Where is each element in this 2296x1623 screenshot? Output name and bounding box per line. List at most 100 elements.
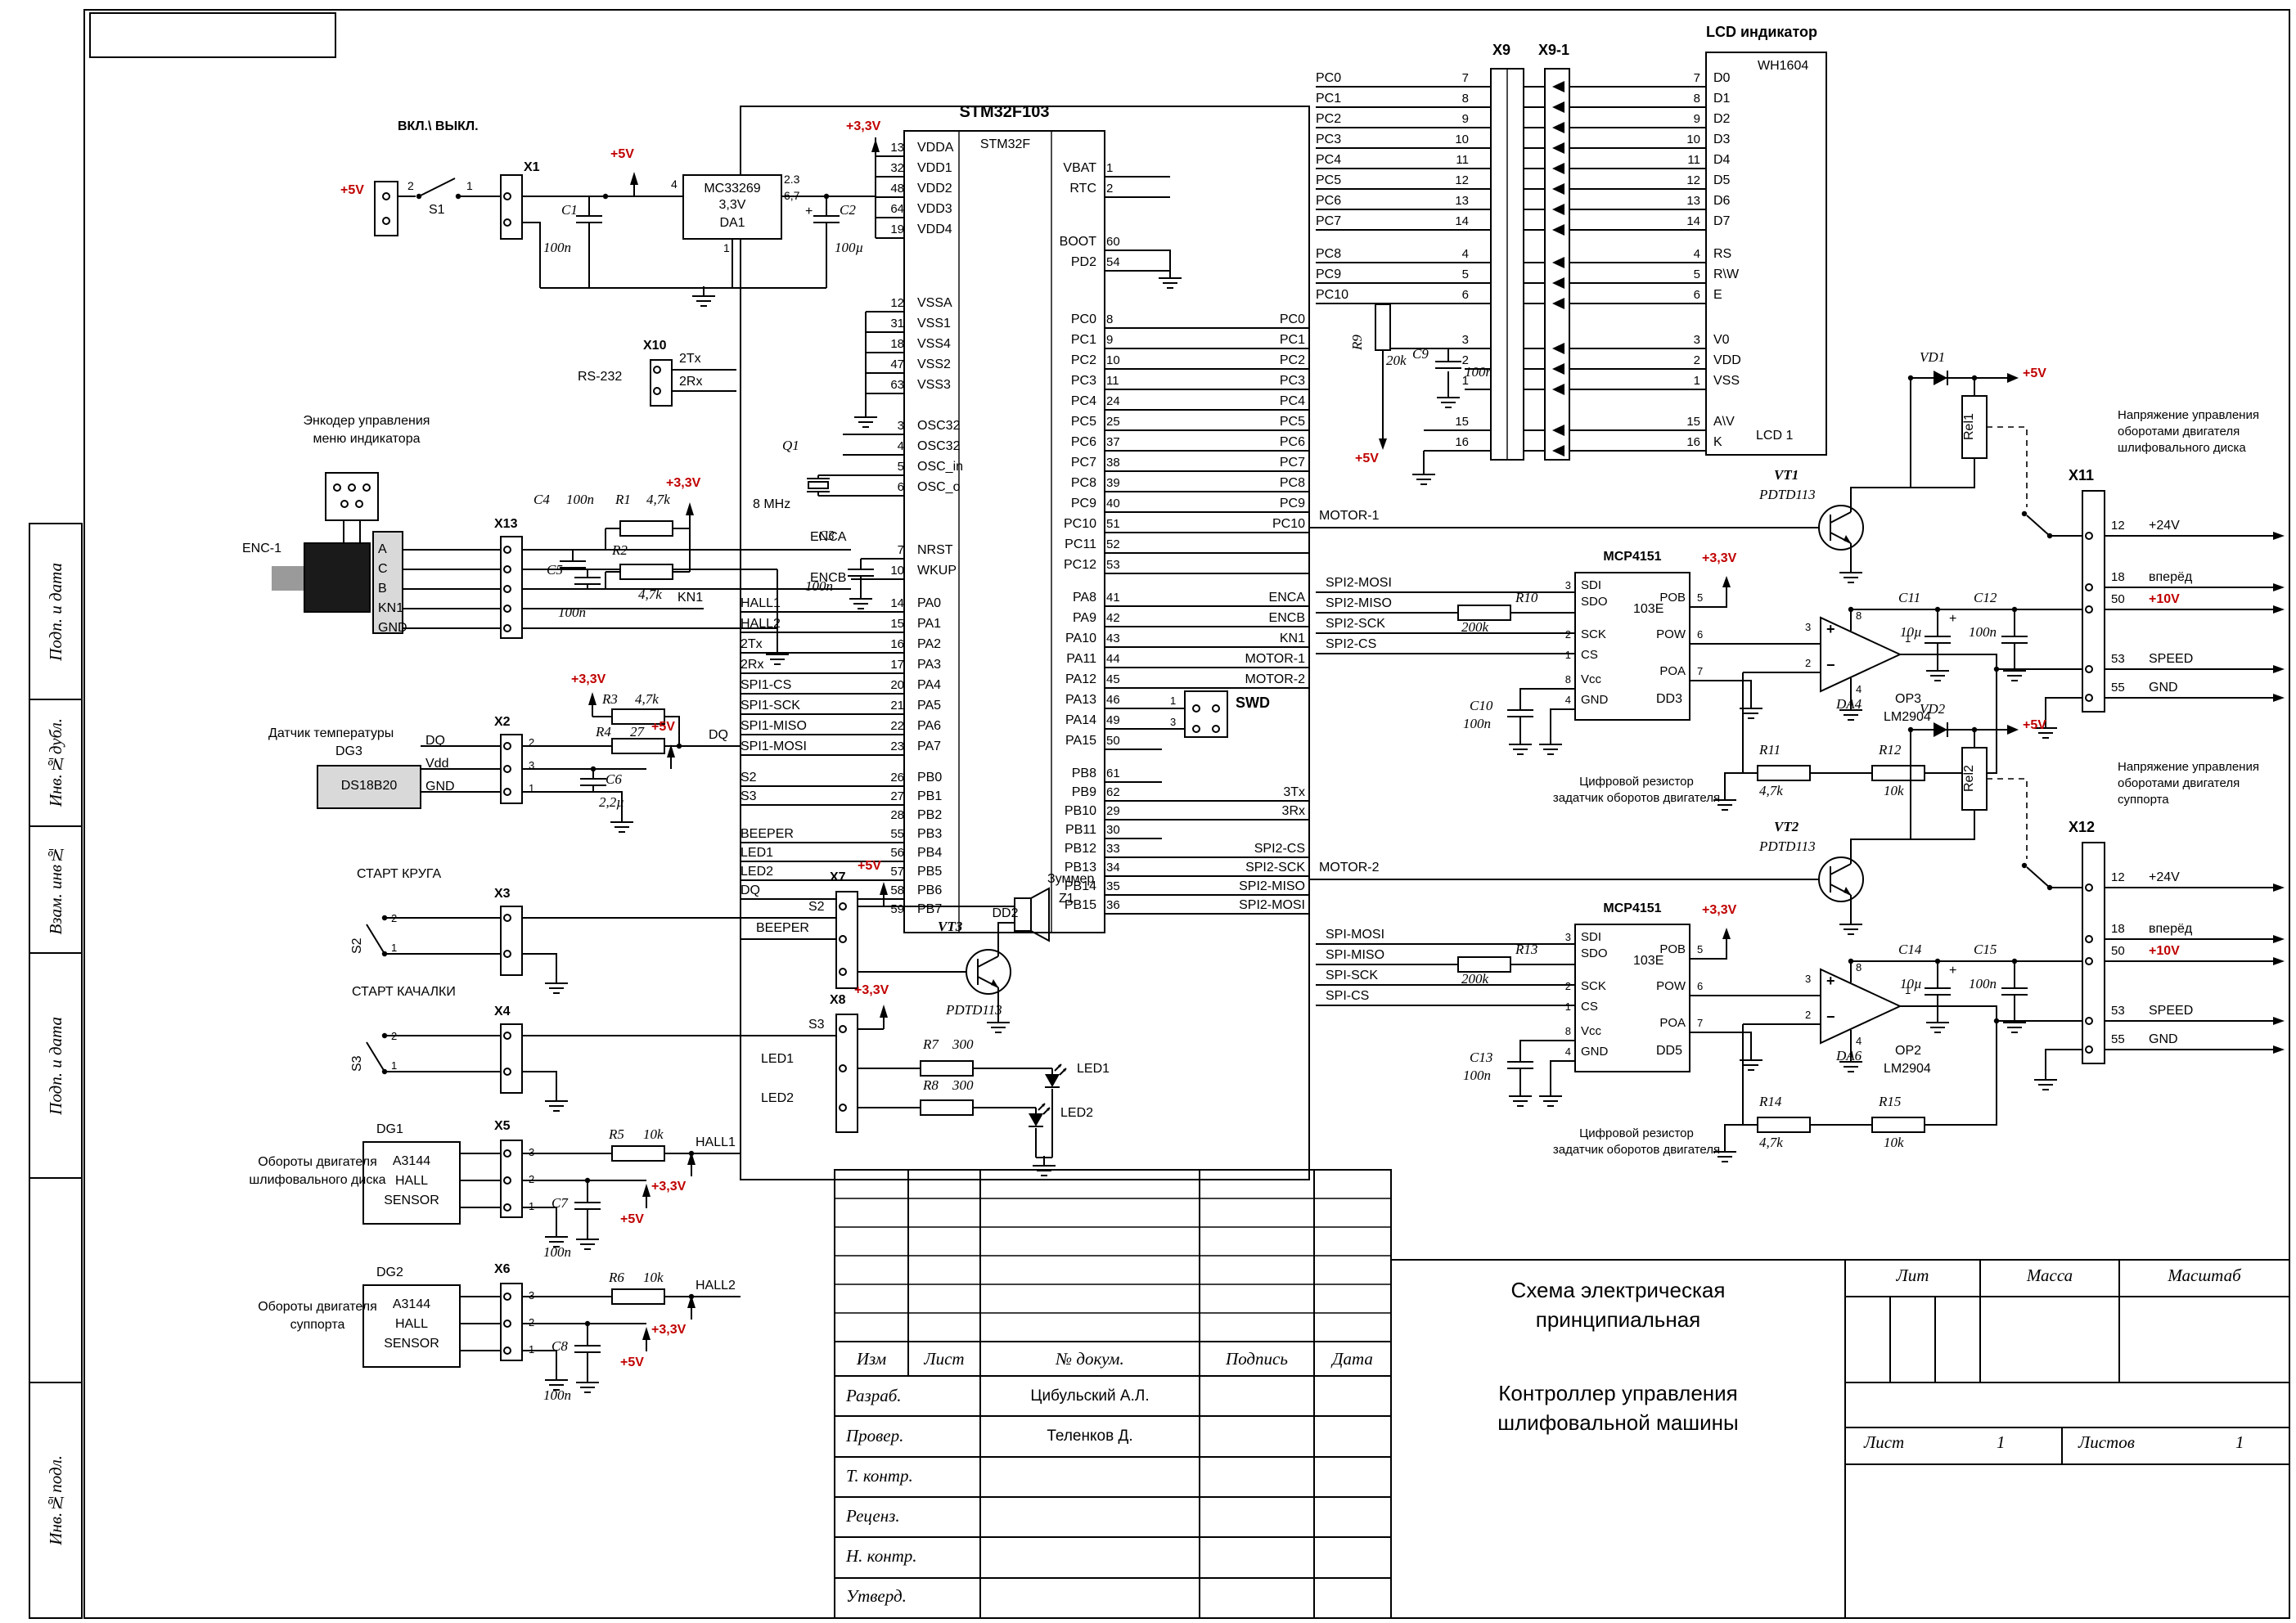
x6-designator: X6 [494, 1262, 511, 1276]
hall1-plus5v: +5V [620, 1212, 644, 1226]
opamp2-pin2: 2 [1805, 1009, 1812, 1021]
lcd-pin-name: D1 [1713, 91, 1731, 106]
motor2-note-line2: оборотами двигателя [2118, 776, 2240, 790]
rel2-designator: Rel2 [1962, 765, 1976, 793]
r9-value: 20k [1386, 353, 1407, 368]
opamp1-pin1: 1 [1905, 632, 1911, 645]
pin-number: 5 [1697, 591, 1704, 604]
net-label: PC5 [1316, 173, 1342, 187]
c15-ref: C15 [1974, 942, 1997, 957]
net-label: LED2 [741, 864, 774, 879]
pin-name: SDO [1581, 594, 1608, 609]
regulator-pin1: 1 [723, 241, 730, 254]
motor1-note-line3: шлифовального диска [2118, 441, 2246, 455]
pin-name: VDD4 [917, 222, 952, 236]
pin-number: 53 [1106, 558, 1120, 572]
encoder-plus33v: +3,3V [666, 476, 701, 490]
x9-pin-number: 4 [1461, 247, 1469, 261]
pin-number: 8 [1106, 312, 1114, 326]
c1-ref: C1 [561, 202, 578, 218]
r14-ref: R14 [1759, 1094, 1782, 1109]
opamp1-plus: + [1826, 621, 1835, 637]
pin-number: 40 [1106, 497, 1120, 510]
op3-part: LM2904 [1884, 710, 1931, 724]
beeper-led-circuits [741, 881, 1067, 1176]
doc-title-line2: принципиальная [1535, 1307, 1701, 1332]
opamp2-pin8: 8 [1856, 961, 1862, 973]
vd1-designator: VD1 [1920, 349, 1946, 365]
s3-net-label: S3 [808, 1018, 825, 1032]
net-label: 3Rx [1281, 803, 1305, 818]
c13-ref: C13 [1470, 1050, 1493, 1065]
x12-pin-label: вперёд [2149, 921, 2193, 936]
pin-name: SCK [1581, 978, 1606, 993]
regulator-pin4: 4 [671, 178, 678, 191]
pin-number: 19 [890, 223, 904, 236]
s2-designator: S2 [350, 937, 364, 954]
c3-ref: C3 [818, 528, 835, 543]
motor2-net-label: MOTOR-2 [1319, 861, 1380, 874]
hall1-part-line: HALL [394, 1174, 429, 1188]
r7-value: 300 [952, 1036, 974, 1052]
rs232-rx-label: 2Rx [679, 375, 703, 389]
pin-number: 50 [1106, 734, 1120, 748]
pin-name: PB11 [1065, 822, 1096, 837]
hall1-part-line: A3144 [392, 1154, 431, 1168]
sheets-value: 1 [2235, 1432, 2244, 1452]
q1-ref: Q1 [782, 438, 799, 453]
dg1-designator: DG1 [376, 1122, 403, 1136]
pin-number: 9 [1106, 333, 1114, 347]
c15-value: 100n [1969, 976, 1997, 991]
lcd-pin-name: D6 [1713, 193, 1731, 208]
x1-designator: X1 [524, 160, 540, 174]
r10-value: 200k [1461, 619, 1489, 635]
x9-pin-number: 9 [1461, 112, 1469, 126]
c13-value: 100n [1463, 1068, 1491, 1083]
pin-name: SCK [1581, 627, 1606, 641]
net-label: PC7 [1316, 214, 1342, 228]
pin-name: PB4 [917, 845, 943, 860]
x8-designator: X8 [830, 993, 846, 1007]
rs232-label: RS-232 [578, 370, 623, 384]
pin-number: 39 [1106, 476, 1120, 490]
r1-ref: R1 [615, 492, 631, 507]
pin-number: 11 [1106, 374, 1119, 388]
x9-designator: X9 [1492, 42, 1511, 58]
opamp2-pin1: 1 [1905, 984, 1911, 996]
power-switch-label: ВКЛ.\ ВЫКЛ. [398, 119, 479, 133]
pin-name: PA7 [917, 739, 942, 753]
sheet-value: 1 [1997, 1432, 2006, 1452]
motor2-note-line3: суппорта [2118, 793, 2169, 807]
pin-name: PB13 [1064, 860, 1096, 874]
c9-ref: C9 [1412, 346, 1429, 362]
pin-name: PC3 [1070, 373, 1096, 388]
temp-pin-label: Vdd [425, 757, 449, 771]
pin-name: VDD2 [917, 181, 952, 196]
regulator-voltage: 3,3V [718, 198, 746, 212]
pin-number: 52 [1106, 537, 1120, 551]
pin-name: OSC_o [917, 479, 961, 494]
pin-number: 44 [1106, 652, 1120, 666]
revision-role: Н. контр. [846, 1546, 917, 1566]
lcd-plus5v: +5V [1355, 452, 1379, 465]
start-krug-title: СТАРТ КРУГА [357, 867, 442, 881]
revision-header-cell: № докум. [1056, 1348, 1124, 1369]
x11-pin-number: 55 [2111, 681, 2125, 695]
r6-value: 10k [643, 1270, 664, 1285]
pin-name: PC0 [1070, 312, 1096, 326]
s2-pin1: 1 [391, 942, 398, 954]
net-label: PC3 [1279, 373, 1305, 388]
pin-name: POW [1656, 627, 1686, 641]
pin-number: 26 [890, 771, 904, 785]
encoder-pin-label: C [378, 562, 388, 576]
pin-number: 41 [1106, 591, 1120, 605]
pin-name: PC6 [1070, 434, 1096, 449]
rs232-temp-start-circuits [317, 359, 851, 1112]
c6-value: 2,2µ [599, 794, 625, 810]
hall2-part-line: HALL [394, 1317, 429, 1331]
net-label: S3 [741, 789, 757, 803]
pin-number: 1 [1564, 648, 1571, 661]
